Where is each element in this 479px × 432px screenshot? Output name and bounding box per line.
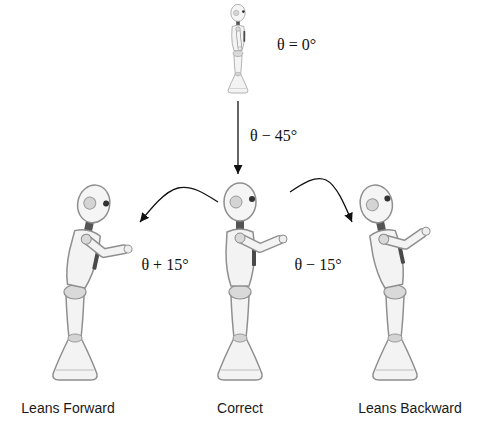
angle-label: θ + 15° [139, 256, 190, 274]
angle-label: θ − 15° [292, 256, 343, 274]
robot-lean-forward [53, 182, 144, 380]
angle-label: θ − 45° [248, 127, 299, 145]
robot-caption: Leans Forward [21, 400, 114, 416]
robot-figure: Leans Backward [352, 182, 442, 382]
robot-figure: θ = 0° [222, 3, 254, 93]
robot-caption: θ = 0° [277, 36, 316, 54]
robot-figure: Correct [218, 182, 290, 382]
arrow-connector [290, 179, 352, 222]
robot-correct [218, 183, 287, 380]
robot-caption: Leans Backward [358, 400, 462, 416]
robot-caption: Correct [217, 400, 263, 416]
robot-lean-backward [357, 176, 440, 380]
robot-standing [228, 4, 248, 93]
robot-figure: Leans Forward [45, 182, 140, 382]
arrow-connector [237, 101, 238, 174]
arrow-connector [140, 187, 218, 222]
